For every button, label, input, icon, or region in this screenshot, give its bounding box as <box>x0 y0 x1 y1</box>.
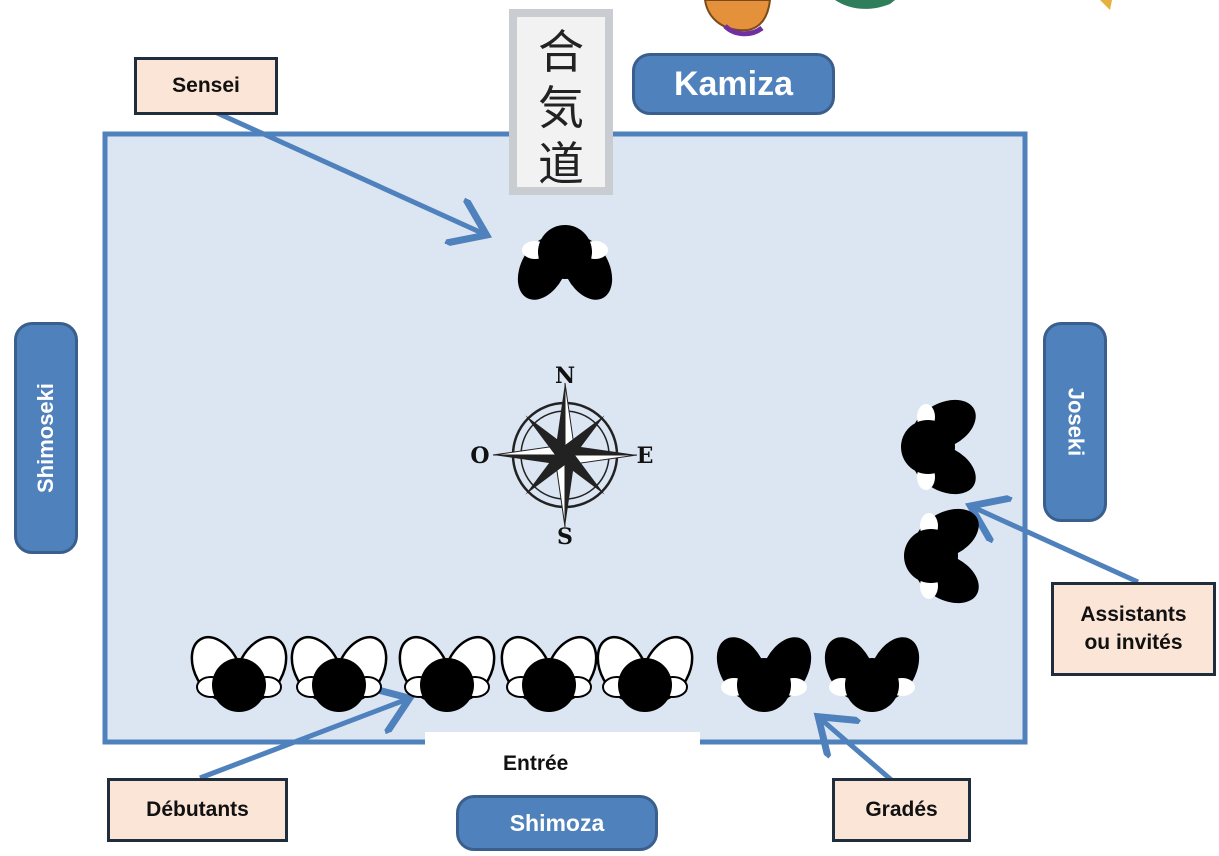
cartoon-fragment-icon <box>703 0 1112 37</box>
arrow-grades <box>822 720 898 786</box>
kamiza-label: Kamiza <box>673 64 794 103</box>
shimoseki-pill: Shimoseki <box>14 322 78 554</box>
sensei-label-box: Sensei <box>134 57 278 115</box>
entrance-gap <box>425 732 700 752</box>
shimoseki-label: Shimoseki <box>33 382 59 494</box>
grades-label: Gradés <box>865 797 938 821</box>
calligraphy-paper <box>517 17 605 187</box>
arrow-debutants <box>199 700 405 781</box>
sensei-label: Sensei <box>172 73 240 97</box>
kamiza-pill: Kamiza <box>632 53 835 115</box>
kanji-ki: 気 <box>538 81 584 135</box>
joseki-pill: Joseki <box>1043 322 1107 522</box>
grades-label-box: Gradés <box>832 778 971 842</box>
compass-west-label: O <box>470 443 489 469</box>
assistants-label-box: Assistants ou invités <box>1051 582 1216 676</box>
entree-label: Entrée <box>503 752 569 775</box>
debutants-label-box: Débutants <box>107 778 288 842</box>
compass-south-label: S <box>557 524 573 550</box>
shimoza-pill: Shimoza <box>456 795 658 851</box>
joseki-label: Joseki <box>1063 387 1088 457</box>
shimoza-label: Shimoza <box>509 809 605 836</box>
compass-north-label: N <box>555 363 575 389</box>
debutants-label: Débutants <box>146 797 249 821</box>
compass-rose-icon <box>492 382 638 528</box>
assistants-label-line2: ou invités <box>1084 631 1183 654</box>
arrow-assistants <box>975 508 1140 585</box>
kanji-do: 道 <box>538 137 584 191</box>
kanji-ai: 合 <box>538 25 584 79</box>
arrow-sensei <box>213 109 482 233</box>
assistants-label-line1: Assistants <box>1080 602 1187 626</box>
compass-east-label: E <box>637 443 654 469</box>
